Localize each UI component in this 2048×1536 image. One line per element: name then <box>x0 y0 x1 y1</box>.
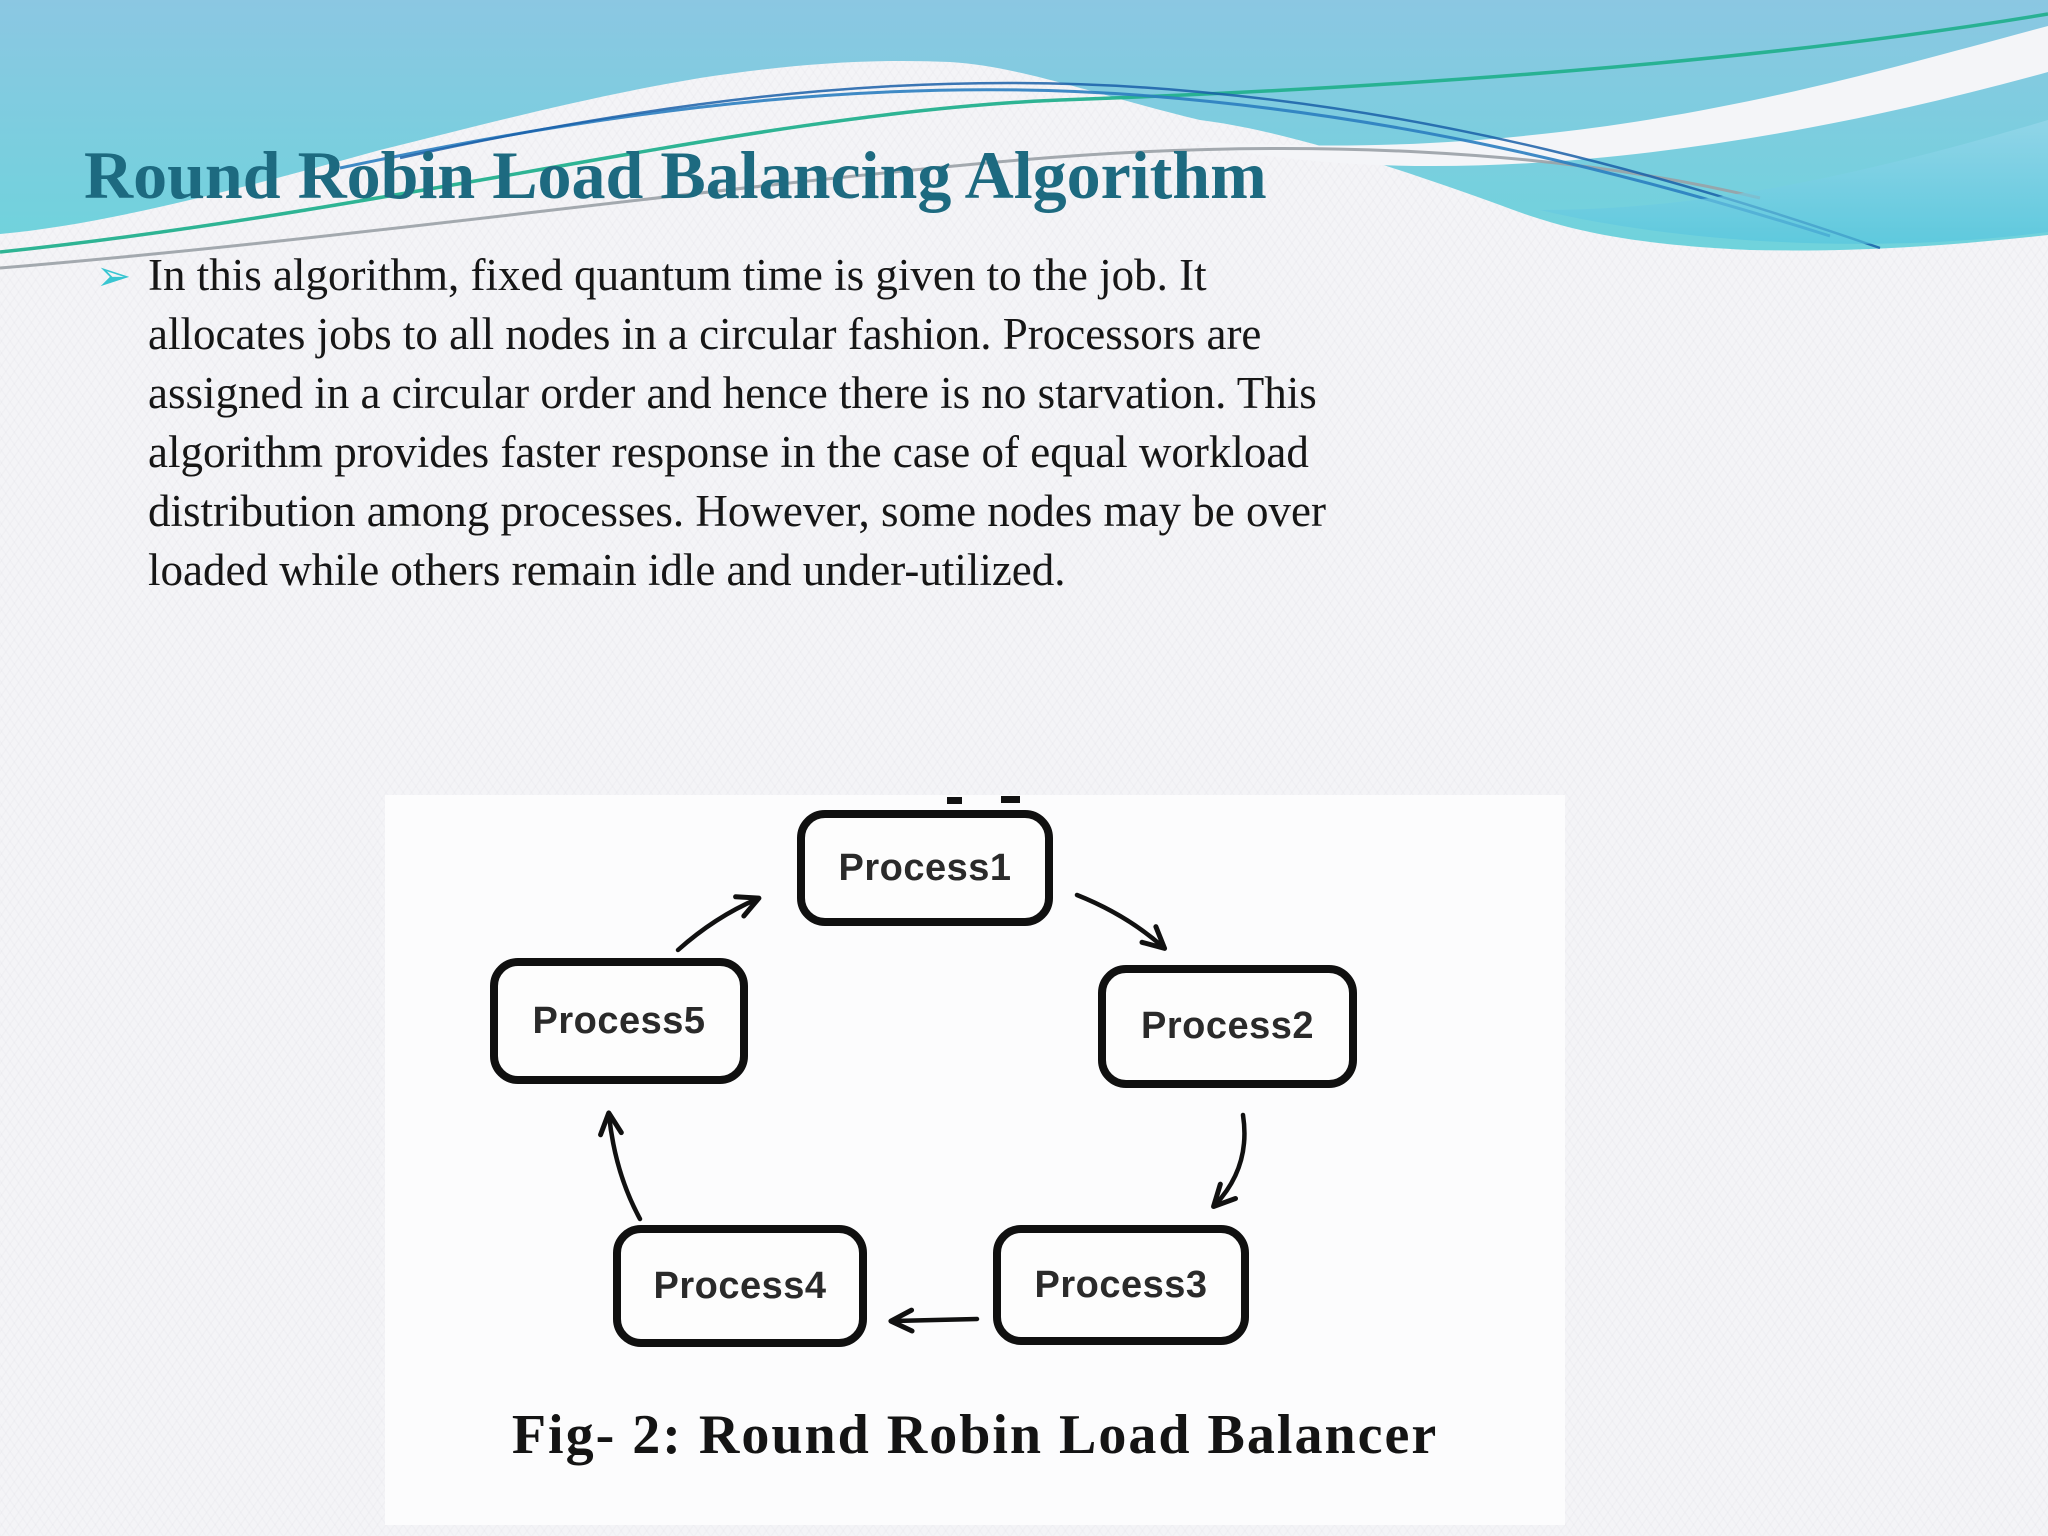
bullet-arrow-icon: ➢ <box>96 251 132 300</box>
arrow-process4-to-process5 <box>598 1110 643 1222</box>
node-process5: Process5 <box>490 958 748 1084</box>
body-text-line: distribution among processes. However, s… <box>148 486 1326 536</box>
arrow-process3-to-process4 <box>888 1307 980 1334</box>
slide-title: Round Robin Load Balancing Algorithm <box>84 137 1267 213</box>
arrow-process1-to-process2 <box>1074 892 1168 951</box>
header-wave-decoration <box>0 0 2048 270</box>
node-process3: Process3 <box>993 1225 1249 1345</box>
arrow-process5-to-process1 <box>675 894 762 953</box>
body-text-line: In this algorithm, fixed quantum time is… <box>148 250 1207 300</box>
bullet-paragraph: ➢ In this algorithm, fixed quantum time … <box>96 246 1526 600</box>
body-text-line: loaded while others remain idle and unde… <box>148 545 1066 595</box>
node-process1: Process1 <box>797 810 1053 926</box>
body-text-line: assigned in a circular order and hence t… <box>148 368 1317 418</box>
cropped-dash-mark <box>1001 796 1020 803</box>
figure-caption: Fig- 2: Round Robin Load Balancer <box>511 1404 1439 1466</box>
cropped-dash-mark <box>947 797 962 804</box>
body-text: In this algorithm, fixed quantum time is… <box>148 246 1526 600</box>
body-text-line: allocates jobs to all nodes in a circula… <box>148 309 1262 359</box>
arrow-process2-to-process3 <box>1211 1112 1247 1210</box>
body-text-line: algorithm provides faster response in th… <box>148 427 1309 477</box>
node-process2: Process2 <box>1098 965 1357 1088</box>
diagram-arrows <box>598 796 1247 1334</box>
node-process4: Process4 <box>613 1225 867 1347</box>
round-robin-diagram: Process1 Process2 Process3 Process4 Proc… <box>385 795 1565 1525</box>
